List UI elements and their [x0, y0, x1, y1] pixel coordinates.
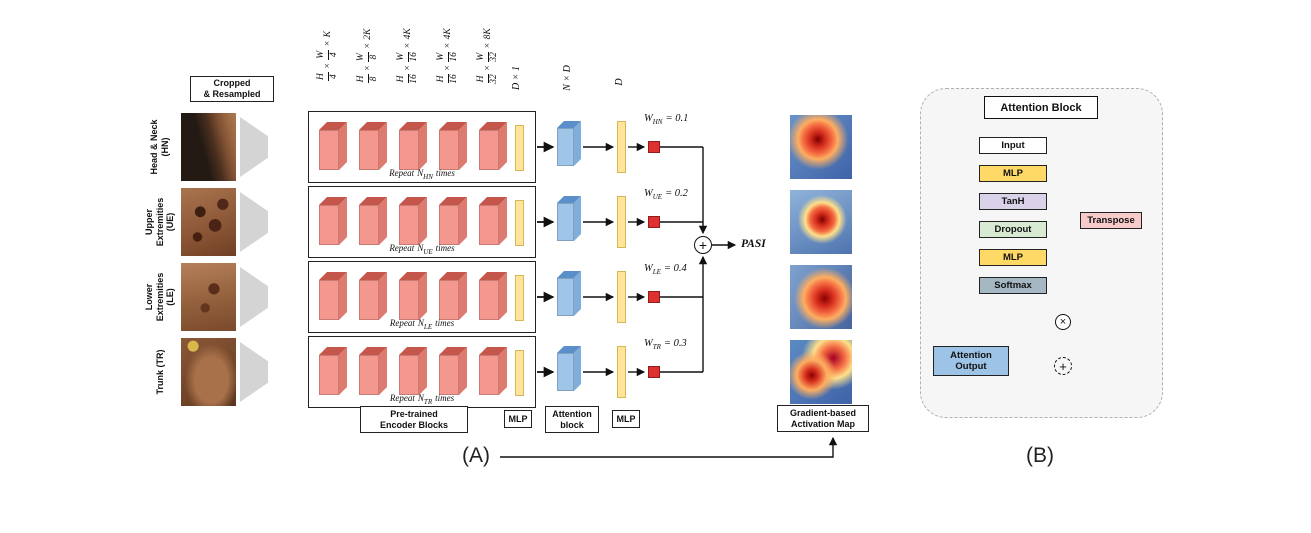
conv-block-3d	[439, 122, 467, 170]
region-label-le: Lower Extremities (LE)	[144, 272, 176, 322]
residual-add-operator-icon: +	[1054, 357, 1072, 375]
encoder-blocks-label: Pre-trained Encoder Blocks	[360, 406, 468, 433]
attention-block-label: Attention block	[545, 406, 599, 433]
activation-heatmap-hn	[790, 115, 852, 179]
conv-block-3d	[399, 197, 427, 245]
attention-block-3d	[557, 196, 581, 241]
mlp-label-1: MLP	[504, 410, 532, 428]
conv-block-3d	[479, 197, 507, 245]
region-label-ue: Upper Extremities (UE)	[144, 197, 176, 247]
conv-block-3d	[479, 347, 507, 395]
attention-block-3d	[557, 121, 581, 166]
skin-photo-le	[181, 263, 236, 331]
conv-block-3d	[319, 122, 347, 170]
node-tanh: TanH	[979, 193, 1047, 210]
weight-label-le: WLE= 0.4	[644, 263, 687, 277]
node-softmax: Softmax	[979, 277, 1047, 294]
conv-block-3d	[359, 347, 387, 395]
dim-label-nd: N × D	[562, 65, 573, 91]
conv-block-3d	[399, 122, 427, 170]
node-input: Input	[979, 137, 1047, 154]
weight-square-le	[648, 291, 660, 303]
conv-block-3d	[319, 197, 347, 245]
encoder-mlp-bar	[515, 125, 524, 171]
conv-block-3d	[359, 122, 387, 170]
skin-photo-ue	[181, 188, 236, 256]
matmul-operator-icon: ×	[1055, 314, 1071, 330]
dim-label-d1: D × 1	[511, 66, 522, 90]
node-mlp-2: MLP	[979, 249, 1047, 266]
conv-block-3d	[399, 347, 427, 395]
activation-heatmap-ue	[790, 190, 852, 254]
region-label-tr: Trunk (TR)	[154, 349, 165, 395]
node-dropout: Dropout	[979, 221, 1047, 238]
activation-heatmap-tr	[790, 340, 852, 404]
region-label-hn: Head & Neck (HN)	[149, 119, 170, 175]
encoder-mlp-bar	[515, 275, 524, 321]
gradcam-label: Gradient-based Activation Map	[777, 405, 869, 432]
attention-block-3d	[557, 346, 581, 391]
mlp-bar	[617, 121, 626, 173]
mlp-bar	[617, 346, 626, 398]
panel-b-caption: (B)	[1026, 444, 1054, 467]
conv-block-3d	[359, 197, 387, 245]
weighted-sum-node: +	[694, 236, 712, 254]
cropped-resampled-label: Cropped & Resampled	[190, 76, 274, 102]
attention-output-node: Attention Output	[933, 346, 1009, 376]
conv-block-3d	[359, 272, 387, 320]
encoder-mlp-bar	[515, 200, 524, 246]
weight-label-tr: WTR= 0.3	[644, 338, 687, 352]
skin-photo-hn	[181, 113, 236, 181]
node-mlp-1: MLP	[979, 165, 1047, 182]
weight-square-tr	[648, 366, 660, 378]
conv-block-3d	[479, 272, 507, 320]
mlp-bar	[617, 271, 626, 323]
weight-label-hn: WHN= 0.1	[644, 113, 689, 127]
weight-square-ue	[648, 216, 660, 228]
conv-block-3d	[319, 347, 347, 395]
skin-photo-tr	[181, 338, 236, 406]
mlp-bar	[617, 196, 626, 248]
weight-square-hn	[648, 141, 660, 153]
pasi-label: PASI	[741, 238, 766, 250]
node-transpose: Transpose	[1080, 212, 1142, 229]
conv-block-3d	[399, 272, 427, 320]
activation-heatmap-le	[790, 265, 852, 329]
conv-block-3d	[319, 272, 347, 320]
encoder-mlp-bar	[515, 350, 524, 396]
mlp-label-2: MLP	[612, 410, 640, 428]
attention-block-3d	[557, 271, 581, 316]
weight-label-ue: WUE= 0.2	[644, 188, 688, 202]
dim-label-d: D	[614, 78, 625, 86]
conv-block-3d	[479, 122, 507, 170]
conv-block-3d	[439, 272, 467, 320]
conv-block-3d	[439, 197, 467, 245]
attention-block-title: Attention Block	[984, 96, 1098, 119]
panel-a-caption: (A)	[462, 444, 490, 467]
conv-block-3d	[439, 347, 467, 395]
